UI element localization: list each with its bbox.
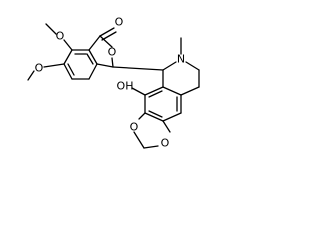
- bond: [144, 86, 164, 96]
- bond: [162, 120, 171, 133]
- bond: [162, 86, 182, 96]
- bond: [99, 35, 113, 48]
- bond: [27, 70, 35, 81]
- bond: [148, 90, 163, 98]
- bond: [67, 63, 75, 76]
- hydroxyl-label: OH: [117, 80, 134, 93]
- bond: [101, 31, 117, 41]
- methoxy-oxygen-top-label: O: [56, 30, 65, 43]
- bond: [112, 66, 164, 71]
- bond: [148, 110, 163, 118]
- bond: [96, 63, 114, 68]
- carbonyl-oxygen-label: O: [115, 16, 124, 29]
- phthalide-bonds: [27, 23, 117, 81]
- bond: [144, 112, 164, 122]
- bond: [185, 61, 200, 71]
- bond: [99, 27, 115, 37]
- bond: [63, 63, 73, 80]
- bond: [88, 49, 98, 65]
- bond: [63, 49, 73, 65]
- bond: [162, 112, 182, 122]
- bond: [45, 23, 57, 35]
- bond: [88, 63, 98, 80]
- bond: [162, 61, 177, 71]
- isoquinoline-bonds: [131, 37, 200, 149]
- lactone-oxygen-label: O: [108, 46, 117, 59]
- bond: [133, 131, 145, 149]
- methoxy-oxygen-bottom-label: O: [35, 62, 44, 75]
- bond: [43, 63, 65, 68]
- amine-nitrogen-label: N: [177, 53, 185, 66]
- bond: [138, 112, 146, 120]
- bond: [131, 87, 146, 96]
- bond: [86, 53, 94, 65]
- dioxole-oxygen-right-label: O: [161, 137, 170, 150]
- bond: [88, 35, 101, 51]
- bond: [143, 145, 159, 149]
- molecule-structure: O O O O N OH O O: [27, 16, 200, 150]
- bond: [180, 86, 200, 96]
- dioxole-oxygen-left-label: O: [130, 121, 139, 134]
- bond: [63, 39, 73, 51]
- bond: [111, 57, 114, 68]
